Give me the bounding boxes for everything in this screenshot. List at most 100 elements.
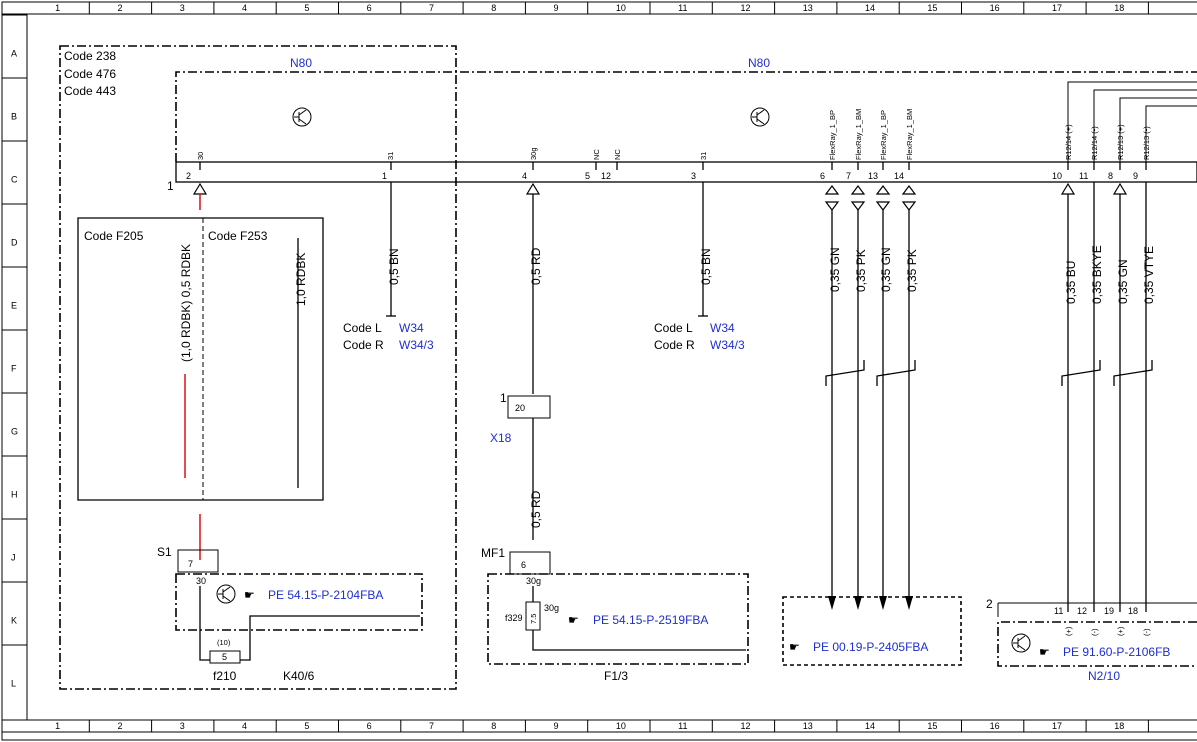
column-index-18: 18 [1114,721,1124,731]
hand-pointer-icon: ☛ [789,640,800,654]
column-index-9: 9 [554,3,559,13]
n2-wires [1061,182,1153,612]
pin-number-11: 11 [1079,171,1088,181]
pin-stubs [199,162,1147,170]
k40-module-frame [175,573,423,631]
n2-polarity-2: (-) [1090,628,1099,636]
connector-double-arrow-icon [824,185,917,211]
s1-pin: 7 [188,559,193,569]
column-index-6: 6 [367,721,372,731]
n2-pin-3: 19 [1104,606,1114,616]
ref-link-pe-91-60-2106[interactable]: PE 91.60-P-2106FB [1063,645,1170,659]
pin-label-30g: 30g [529,147,538,160]
n80-label-left: N80 [290,56,312,70]
mf1-pin: 6 [521,560,526,570]
wire-label-pk-1: 0,35 PK [854,249,868,292]
pin-number-4: 4 [522,171,527,181]
column-index-3: 3 [180,721,185,731]
fuse-f210-top: (10) [217,638,231,647]
n2-connector-number: 2 [986,597,993,611]
fuse-f329-id: f329 [505,613,523,623]
pin-number-14: 14 [894,171,904,181]
pin-number-3: 3 [691,171,696,181]
pin-number-13: 13 [868,171,878,181]
row-index-A: A [11,49,17,59]
column-index-7: 7 [429,3,434,13]
transistor-icon [1011,633,1031,653]
mf1-label: MF1 [481,546,505,560]
column-index-7: 7 [429,721,434,731]
pin-label-31a: 31 [386,152,395,160]
pin-label-nc1: NC [592,149,601,160]
wire-label-bu: 0,35 BU [1064,261,1078,304]
column-index-15: 15 [927,721,937,731]
x18-label[interactable]: X18 [490,431,512,445]
code-ref-l-link-2[interactable]: W34 [710,321,735,335]
pin-label-flexray-3: FlexRay_1_BP [879,110,888,160]
column-index-2: 2 [117,3,122,13]
wire-label-gn-1: 0,35 GN [828,247,842,292]
k40-label: K40/6 [283,669,315,683]
ref-link-pe-54-15-2104[interactable]: PE 54.15-P-2104FBA [268,588,383,602]
s1-label: S1 [157,545,172,559]
ref-link-pe-00-19-2405[interactable]: PE 00.19-P-2405FBA [813,640,928,654]
column-index-13: 13 [803,721,813,731]
column-index-13: 13 [803,3,813,13]
variant-box [77,217,324,501]
column-index-3: 3 [180,3,185,13]
column-index-14: 14 [865,3,875,13]
ref-link-pe-54-15-2519[interactable]: PE 54.15-P-2519FBA [593,613,708,627]
pin-number-6: 6 [820,171,825,181]
n80-connector-bar [175,161,1197,183]
code-ref-r-link-2[interactable]: W34/3 [710,338,745,352]
n80-frame [175,71,1197,162]
pin-number-5: 5 [585,171,590,181]
s1-connector [177,549,219,573]
code-line-2: Code 476 [64,67,116,81]
column-index-9: 9 [554,721,559,731]
column-index-12: 12 [740,3,750,13]
wire-label-vtye: 0,35 VTYE [1142,246,1156,304]
row-index-H: H [11,490,18,500]
column-index-16: 16 [990,721,1000,731]
pin-label-30: 30 [196,152,205,160]
wire-label-rd-a: 0,5 RD [529,247,543,285]
fuse-f329-value: 7.5 [529,614,538,624]
row-index-B: B [11,112,17,122]
fuse-f210-id: f210 [213,669,237,683]
column-index-17: 17 [1052,721,1062,731]
row-index-E: E [11,301,17,311]
column-index-8: 8 [491,721,496,731]
k40-internal-wiring [199,586,420,661]
pin-number-2: 2 [186,171,191,181]
pin-label-flexray-2: FlexRay_1_BM [854,109,863,160]
wire-label-rdbk-b: 1,0 RDBK [294,253,308,306]
pin-label-31b: 31 [699,152,708,160]
column-index-10: 10 [616,3,626,13]
n2-module-frame [997,621,1197,667]
transistor-icon [292,107,312,127]
pin-number-8: 8 [1108,171,1113,181]
transistor-icon [750,107,770,127]
flexray-wires [825,210,916,600]
row-index-D: D [11,238,18,248]
mf1-pin2: 30g [526,576,541,586]
code-line-1: Code 238 [64,49,116,63]
hand-pointer-icon: ☛ [1039,645,1050,659]
column-index-10: 10 [616,721,626,731]
row-index-K: K [11,616,17,626]
column-index-1: 1 [55,721,60,731]
code-ref-r-link[interactable]: W34/3 [399,338,434,352]
flexray-arrows [828,596,913,610]
column-index-2: 2 [117,721,122,731]
pin-number-7: 7 [846,171,851,181]
f1-label: F1/3 [604,669,628,683]
row-index-J: J [11,553,16,563]
code-ref-l-label-2: Code L [654,321,693,335]
n2-pin-1: 11 [1054,606,1063,616]
fuse-f210-value: 5 [222,652,227,662]
code-ref-l-link[interactable]: W34 [399,321,424,335]
